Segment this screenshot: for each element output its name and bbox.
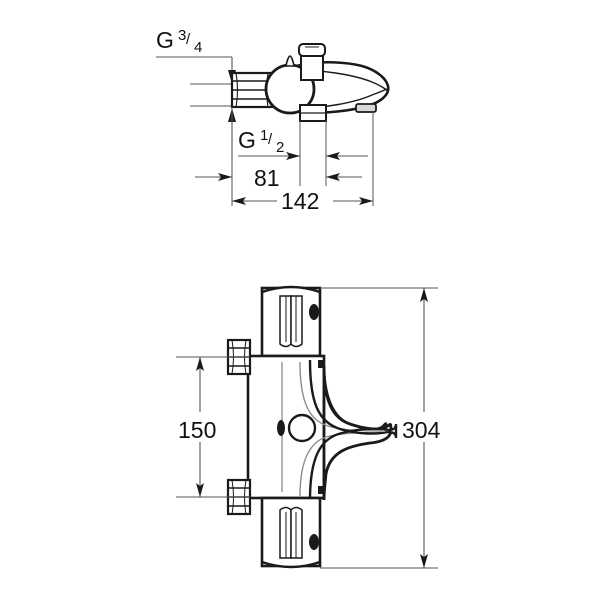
- front-view-bottom-handle: [260, 496, 322, 569]
- top-view-inlet-thread: [230, 71, 274, 109]
- handle-indicator-top: [309, 304, 319, 320]
- g12-numerator: 1: [260, 127, 268, 144]
- handle-indicator-bottom: [309, 534, 319, 550]
- g34-slash: /: [186, 31, 191, 48]
- dim-81-text: 81: [254, 165, 280, 191]
- dim-304-text: 304: [402, 417, 441, 443]
- g12-arrow-left: [286, 152, 300, 160]
- g34-numerator: 3: [178, 27, 186, 44]
- dim304-arrow-bottom: [420, 554, 428, 568]
- spout-inner-curve-upper: [299, 361, 383, 432]
- g34-letter: G: [156, 27, 174, 53]
- diverter-button-top: [298, 43, 326, 81]
- dim150-arrow-bottom: [196, 483, 204, 497]
- dim81-arrow-left: [218, 173, 232, 181]
- diverter-push-button: [287, 413, 317, 443]
- spout-profile-lower: [308, 427, 389, 501]
- dim-150-text: 150: [178, 417, 216, 443]
- spout-profile-upper: [308, 359, 389, 435]
- dim150-text-mask: [174, 412, 228, 442]
- knob-pointer-nub: [285, 55, 295, 67]
- dim142-text-mask: [277, 188, 333, 214]
- spout-tip: [387, 423, 398, 439]
- dim304-text-mask: [398, 412, 454, 442]
- spout-inner-curve-lower: [299, 431, 383, 497]
- top-view-group: [156, 43, 390, 214]
- front-view-top-handle: [260, 285, 322, 358]
- g12-arrow-right: [326, 152, 340, 160]
- dim-142-text: 142: [281, 188, 319, 214]
- dim304-arrow-top: [420, 288, 428, 302]
- dim81-arrow-right: [326, 173, 340, 181]
- dim150-arrow-top: [196, 357, 204, 371]
- g12-denominator: 2: [276, 139, 284, 156]
- dim142-arrow-right: [359, 197, 373, 205]
- top-view-spout-foot: [355, 103, 377, 113]
- label-g-three-quarter: G 3 / 4: [156, 27, 202, 56]
- label-g-one-half: G 1 / 2: [238, 127, 284, 156]
- dim142-arrow-left: [232, 197, 246, 205]
- body-slot-marker: [277, 420, 285, 436]
- front-view-group: [174, 285, 454, 569]
- g12-letter: G: [238, 127, 256, 153]
- top-view-outlet-stem: [299, 104, 327, 122]
- g12-slash: /: [268, 131, 273, 148]
- g34-denominator: 4: [194, 39, 202, 56]
